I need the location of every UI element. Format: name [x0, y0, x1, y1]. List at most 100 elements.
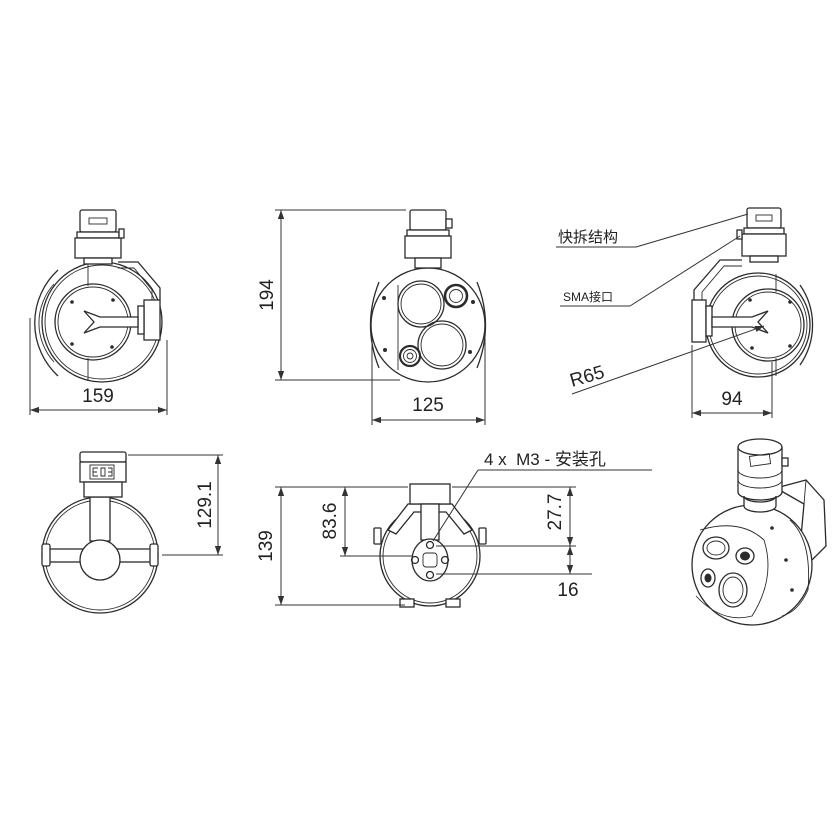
- mount-hole: [425, 570, 435, 580]
- dimension-value: 159: [82, 386, 114, 407]
- quick-release-cap: [409, 209, 447, 231]
- bottom-view: 129.1: [41, 451, 223, 614]
- side-rib-left: [373, 527, 382, 545]
- yaw-bracket-outer: [118, 261, 161, 300]
- dimension-width: 159: [29, 318, 168, 415]
- dimension-width: 125: [371, 338, 486, 425]
- dimension-value: 94: [721, 389, 743, 410]
- screw-dot: [790, 588, 794, 592]
- isometric-view: [691, 438, 827, 626]
- rear-view: 139 83.6 27.7 16 4 x M3 - 安装孔: [256, 450, 652, 608]
- callout-label: 4 x M3 - 安装孔: [484, 450, 606, 469]
- quick-release-body: [741, 233, 787, 257]
- screw-dot: [382, 296, 386, 300]
- callout-leader: [635, 213, 749, 248]
- dimension-spacing: 16: [436, 546, 592, 601]
- dimension-height: 129.1: [128, 454, 223, 556]
- callout-label: 快拆结构: [558, 229, 618, 246]
- quick-release-neck: [83, 257, 113, 265]
- dimension-mount-height: 83.6: [320, 487, 412, 557]
- quick-release-band: [737, 469, 783, 479]
- lens-large-lower: [718, 572, 748, 608]
- lens-large-upper: [397, 280, 445, 328]
- callout-leader: [432, 469, 479, 542]
- pitch-axis-pointer: [83, 310, 139, 334]
- side-view: 94 快拆结构 SMA接口 R65: [556, 207, 814, 418]
- callout-sma: SMA接口: [560, 235, 741, 307]
- quick-release-slot: [755, 214, 773, 222]
- lens-small-lower-glass: [704, 573, 712, 583]
- side-plate: [691, 299, 707, 343]
- mount-hole: [410, 555, 420, 565]
- arm-end-cap-left: [41, 543, 51, 567]
- dimension-value: 83.6: [320, 503, 341, 540]
- screw-dot: [788, 300, 792, 304]
- lens-small-upper-glass: [740, 551, 750, 561]
- quick-release-slot: [88, 217, 108, 225]
- lens-large-upper: [702, 536, 730, 560]
- screw-dot: [770, 526, 774, 530]
- screw-dot: [70, 342, 74, 346]
- yaw-bracket-inner: [118, 267, 153, 300]
- yaw-bracket-outer: [693, 259, 742, 300]
- radius-label: R65: [568, 362, 607, 392]
- lens-large-lower: [417, 320, 467, 370]
- yaw-arm: [420, 503, 440, 541]
- quick-release-cap: [79, 451, 127, 463]
- bracket-edge: [803, 479, 807, 505]
- side-plate: [143, 299, 161, 341]
- callout-radius: R65: [568, 325, 765, 395]
- quick-release-body: [74, 237, 122, 259]
- yaw-bracket-inner: [701, 265, 742, 300]
- screw-dot: [748, 298, 752, 302]
- sma-connector: [736, 229, 743, 240]
- lens-small-lower: [398, 344, 422, 368]
- center-hub: [79, 539, 121, 581]
- quick-release-band: [406, 229, 450, 237]
- arm-end-cap-right: [149, 543, 159, 567]
- sma-connector: [781, 457, 789, 467]
- dimension-value: 16: [557, 580, 578, 601]
- side-rib-right: [478, 527, 487, 545]
- camera-face: [695, 525, 769, 619]
- yaw-arm-vertical: [89, 496, 111, 542]
- rear-housing-arc: [34, 269, 59, 377]
- quick-release-top: [737, 438, 783, 456]
- lens-small-lower-core: [406, 352, 414, 360]
- mount-center: [422, 552, 438, 568]
- foot-left: [399, 598, 415, 608]
- screw-dot: [471, 300, 475, 304]
- dimension-value: 194: [257, 279, 278, 311]
- dimension-offset: 27.7: [436, 487, 576, 547]
- side-plate-ring: [781, 519, 810, 617]
- lens-large-lower-glass: [420, 323, 464, 367]
- callout-mount-holes: 4 x M3 - 安装孔: [432, 450, 652, 542]
- screw-dot: [784, 558, 788, 562]
- sma-connector: [445, 218, 453, 229]
- front-view: 159: [29, 209, 168, 415]
- side-plate-hub: [705, 305, 713, 337]
- rear-housing-arc: [799, 284, 814, 366]
- dimension-height: 194: [257, 209, 406, 381]
- quick-release-label: [748, 453, 772, 467]
- dimension-depth: 94: [691, 345, 773, 418]
- sma-connector: [118, 228, 125, 239]
- screw-dot: [788, 344, 792, 348]
- lens-small-upper: [443, 283, 469, 309]
- mount-hole: [425, 540, 435, 550]
- quick-release-body: [404, 235, 452, 259]
- quick-release-band: [76, 231, 120, 239]
- quick-release-band: [743, 227, 785, 235]
- quick-release-neck: [749, 255, 779, 263]
- logo-plate-frame: [89, 464, 115, 480]
- foot-right: [445, 598, 461, 608]
- radius-leader: [571, 325, 765, 395]
- dimension-height: 139: [256, 487, 405, 606]
- screw-dot: [110, 345, 114, 349]
- callout-label: SMA接口: [563, 289, 613, 304]
- side-plate-hub: [137, 305, 145, 335]
- screw-dot: [750, 346, 754, 350]
- quick-release-neck: [414, 257, 442, 269]
- lens-large-lower-glass: [722, 576, 744, 604]
- lens-small-lower: [700, 568, 716, 588]
